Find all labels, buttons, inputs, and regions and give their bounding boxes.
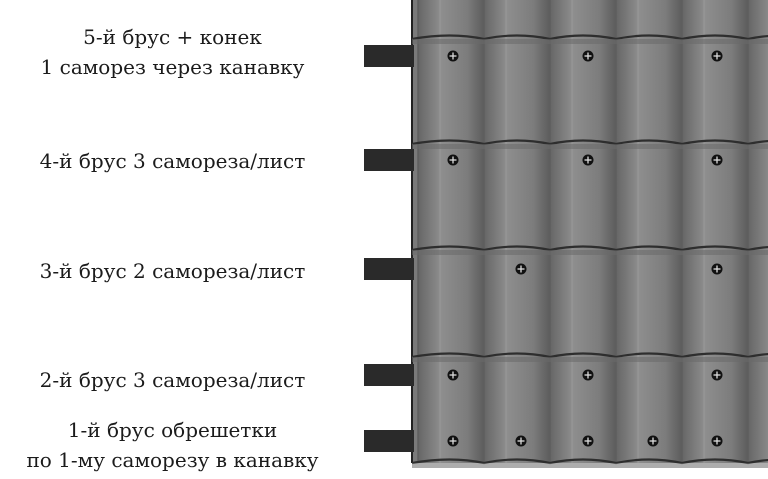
label-batten2: 2-й брус 3 самореза/лист — [0, 365, 345, 395]
screw-batten2 — [447, 369, 459, 381]
sheet-wave-column — [748, 0, 768, 463]
screw-batten4 — [447, 154, 459, 166]
tile-sheet — [411, 0, 768, 468]
label-batten1-line2: по 1-му саморезу в канавку — [26, 448, 319, 472]
label-batten4: 4-й брус 3 самореза/лист — [0, 146, 345, 176]
screw-batten3 — [711, 263, 723, 275]
label-batten1: 1-й брус обрешетки по 1-му саморезу в ка… — [0, 415, 345, 475]
label-batten1-line1: 1-й брус обрешетки — [67, 418, 278, 442]
sheet-wave-column — [484, 0, 550, 463]
tile-step-shadow — [412, 39, 768, 44]
screw-batten1 — [582, 435, 594, 447]
screw-batten4 — [582, 154, 594, 166]
batten-batten3 — [364, 258, 414, 280]
screw-batten5 — [582, 50, 594, 62]
label-batten3: 3-й брус 2 самореза/лист — [0, 256, 345, 286]
label-batten2-line1: 2-й брус 3 самореза/лист — [39, 368, 306, 392]
batten-batten2 — [364, 364, 414, 386]
sheet-wave-column — [682, 0, 748, 463]
tile-step-shadow — [412, 144, 768, 149]
label-batten5-line1: 5-й брус + конек — [83, 25, 262, 49]
screw-batten5 — [711, 50, 723, 62]
sheet-wave-column — [616, 0, 682, 463]
sheet-wave-column — [418, 0, 484, 463]
batten-batten1 — [364, 430, 414, 452]
screws — [447, 50, 723, 447]
screw-batten4 — [711, 154, 723, 166]
tile-step-shadow — [412, 250, 768, 255]
screw-batten1 — [647, 435, 659, 447]
label-batten5-line2: 1 саморез через канавку — [40, 55, 305, 79]
label-batten3-line1: 3-й брус 2 самореза/лист — [39, 259, 306, 283]
tile-step-shadow — [412, 463, 768, 468]
batten-batten4 — [364, 149, 414, 171]
screw-batten5 — [447, 50, 459, 62]
tile-step-shadow — [412, 357, 768, 362]
batten-batten5 — [364, 45, 414, 67]
screw-batten1 — [711, 435, 723, 447]
battens — [364, 45, 414, 452]
sheet-wave-column — [550, 0, 616, 463]
screw-batten3 — [515, 263, 527, 275]
screw-batten2 — [582, 369, 594, 381]
screw-batten2 — [711, 369, 723, 381]
label-batten5: 5-й брус + конек 1 саморез через канавку — [0, 22, 345, 82]
label-batten4-line1: 4-й брус 3 самореза/лист — [39, 149, 306, 173]
screw-batten1 — [515, 435, 527, 447]
screw-batten1 — [447, 435, 459, 447]
